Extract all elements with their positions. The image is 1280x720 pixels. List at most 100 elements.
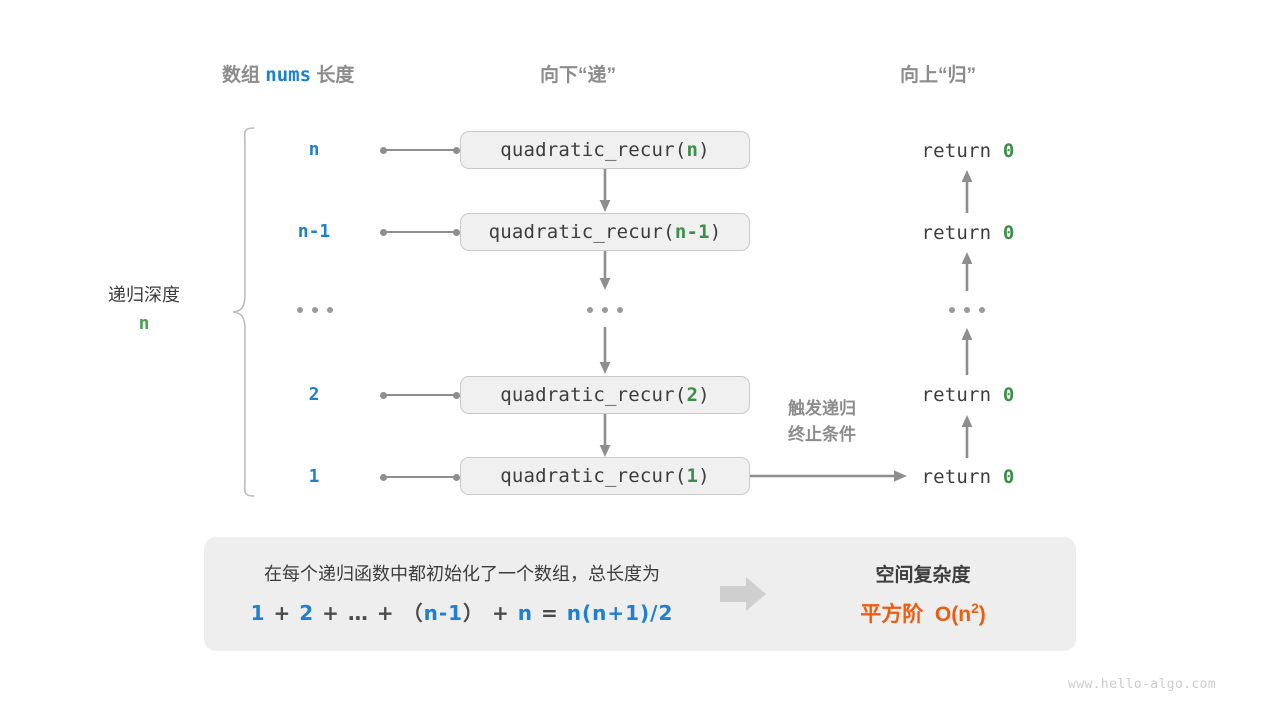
connector-dot-left xyxy=(380,473,387,481)
termination-note-line1: 触发递归 xyxy=(788,399,856,418)
formula-op-2: + xyxy=(322,601,340,626)
summary-left: 在每个递归函数中都初始化了一个数组，总长度为 1 + 2 + … + （n-1）… xyxy=(204,562,706,626)
connector-line xyxy=(384,231,456,233)
depth-value-row-4: 1 xyxy=(308,466,320,487)
call-ellipsis-row-2 xyxy=(587,307,623,313)
call-box-row-0[interactable]: quadratic_recur(n) xyxy=(460,131,750,169)
header-descend: 向下“递” xyxy=(540,65,617,86)
ascend-arrow-4-to-3 xyxy=(960,414,974,458)
base-case-arrow xyxy=(750,469,908,483)
call-box-row-1[interactable]: quadratic_recur(n-1) xyxy=(460,213,750,251)
depth-ellipsis-row-2 xyxy=(297,307,333,313)
dot xyxy=(587,307,593,313)
connector-dot-right xyxy=(453,391,460,399)
connector-dot-right xyxy=(453,146,460,154)
termination-note: 触发递归 终止条件 xyxy=(762,396,882,449)
connector-dot-right xyxy=(453,473,460,481)
formula-term-4: n-1 xyxy=(423,601,464,626)
summary-arrow-block xyxy=(706,577,780,611)
connector-row-4 xyxy=(380,472,460,482)
termination-note-line2: 终止条件 xyxy=(788,425,856,445)
call-box-suffix: ) xyxy=(698,139,710,161)
recursion-depth-brace xyxy=(228,126,258,498)
right-arrow-icon xyxy=(720,577,766,611)
summary-title: 空间复杂度 xyxy=(875,565,971,586)
return-label-row-0: return 0 xyxy=(908,140,1028,162)
return-value: 0 xyxy=(1002,222,1015,244)
complexity-exponent: 2 xyxy=(971,600,979,616)
depth-value-row-0: n xyxy=(308,139,320,160)
depth-value-row-1: n-1 xyxy=(297,221,331,242)
descend-arrow-1-to-dots xyxy=(598,251,612,291)
dot xyxy=(602,307,608,313)
call-box-prefix: quadratic_recur( xyxy=(500,384,687,406)
formula-equals: = xyxy=(540,601,559,626)
return-keyword: return xyxy=(921,466,1003,488)
ascend-arrow-3-to-dots xyxy=(960,327,974,375)
header-array-nums: nums xyxy=(265,64,312,86)
summary-formula: 1 + 2 + … + （n-1） + n = n(n+1)/2 xyxy=(218,597,706,626)
recursion-depth-text: 递归深度 xyxy=(108,285,180,305)
summary-description: 在每个递归函数中都初始化了一个数组，总长度为 xyxy=(264,563,660,584)
call-box-suffix: ) xyxy=(709,221,722,243)
formula-term-5: n xyxy=(517,601,533,626)
connector-dot-left xyxy=(380,146,387,154)
dot xyxy=(297,307,303,313)
call-box-prefix: quadratic_recur( xyxy=(500,139,687,161)
connector-line xyxy=(384,394,456,396)
descend-arrow-dots-to-3 xyxy=(598,327,612,375)
dot xyxy=(617,307,623,313)
return-ellipsis-row-2 xyxy=(949,307,985,313)
return-keyword: return xyxy=(921,140,1003,162)
complexity-close-paren: ) xyxy=(978,603,986,626)
return-value: 0 xyxy=(1002,384,1015,406)
return-keyword: return xyxy=(921,222,1003,244)
call-box-arg: n xyxy=(686,139,699,161)
complexity-big: O(n xyxy=(934,603,972,626)
return-value: 0 xyxy=(1002,140,1015,162)
call-box-arg: 2 xyxy=(686,384,699,406)
call-box-row-4[interactable]: quadratic_recur(1) xyxy=(460,457,750,495)
dot xyxy=(949,307,955,313)
summary-panel: 在每个递归函数中都初始化了一个数组，总长度为 1 + 2 + … + （n-1）… xyxy=(204,537,1076,651)
recursion-depth-value: n xyxy=(138,312,150,334)
formula-term-2: 2 xyxy=(299,601,315,626)
summary-right: 空间复杂度 平方阶 O(n2) xyxy=(780,560,1076,628)
return-label-row-3: return 0 xyxy=(908,384,1028,406)
dot xyxy=(979,307,985,313)
connector-dot-left xyxy=(380,228,387,236)
connector-line xyxy=(384,476,456,478)
recursion-depth-label: 递归深度 n xyxy=(84,282,204,338)
header-array-length: 数组 nums 长度 xyxy=(222,60,354,87)
call-box-suffix: ) xyxy=(698,465,710,487)
connector-row-1 xyxy=(380,227,460,237)
call-box-arg: n-1 xyxy=(674,221,710,243)
complexity-label: 平方阶 xyxy=(860,603,924,626)
header-ascend: 向上“归” xyxy=(900,65,977,86)
summary-complexity: 平方阶 O(n2) xyxy=(780,598,1066,628)
header-array-prefix: 数组 xyxy=(222,65,261,86)
descend-arrow-0-to-1 xyxy=(598,169,612,213)
header-array-suffix: 长度 xyxy=(316,65,355,86)
descend-arrow-3-to-4 xyxy=(598,414,612,458)
call-box-suffix: ) xyxy=(698,384,710,406)
ascend-arrow-1-to-0 xyxy=(960,169,974,213)
connector-row-0 xyxy=(380,145,460,155)
complexity-notation: O(n2) xyxy=(929,600,986,626)
dot xyxy=(327,307,333,313)
formula-result: n(n+1)/2 xyxy=(566,601,674,626)
return-label-row-4: return 0 xyxy=(908,466,1028,488)
formula-op-4: + xyxy=(492,601,510,626)
formula-op-3: + xyxy=(376,601,395,626)
connector-dot-right xyxy=(453,228,460,236)
return-label-row-1: return 0 xyxy=(908,222,1028,244)
formula-op-1: + xyxy=(273,601,292,626)
connector-row-3 xyxy=(380,390,460,400)
watermark: www.hello-algo.com xyxy=(1068,677,1217,692)
ascend-arrow-dots-to-1 xyxy=(960,251,974,291)
call-box-row-3[interactable]: quadratic_recur(2) xyxy=(460,376,750,414)
dot xyxy=(964,307,970,313)
formula-term-1: 1 xyxy=(250,601,266,626)
return-keyword: return xyxy=(921,384,1003,406)
